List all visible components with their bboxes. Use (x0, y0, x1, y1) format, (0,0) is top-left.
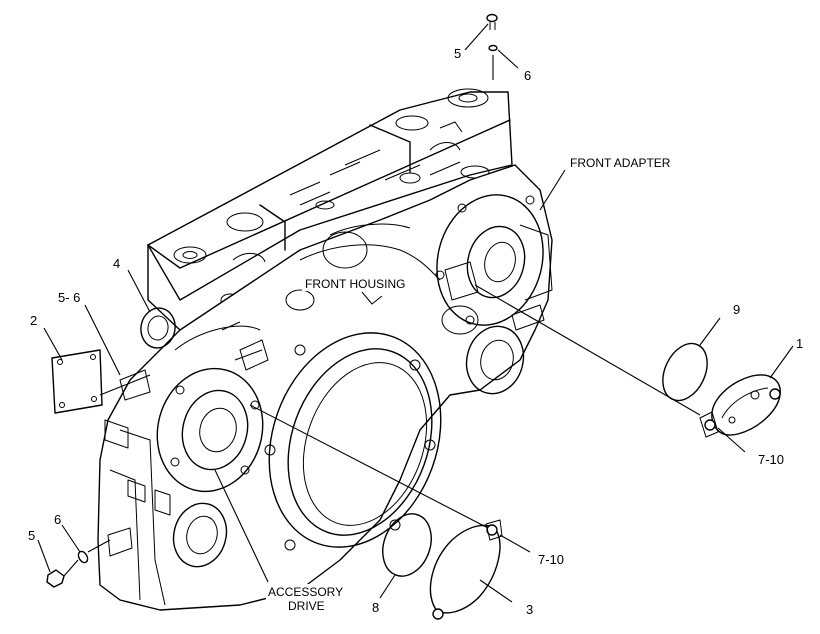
callout-5-bottom: 5 (28, 528, 35, 543)
front-adapter (435, 194, 553, 331)
cylinder-block-top (147, 88, 513, 331)
callout-8: 8 (372, 600, 379, 615)
front-housing-label: FRONT HOUSING (305, 277, 405, 291)
top-bolt-and-washer (486, 13, 498, 80)
front-housing (97, 164, 553, 611)
callout-5-top: 5 (454, 46, 461, 61)
callout-6-bottom: 6 (54, 512, 61, 527)
o-ring-part-8 (382, 513, 432, 577)
front-adapter-label: FRONT ADAPTER (570, 156, 671, 170)
callout-4: 4 (113, 256, 120, 271)
flange-part-4 (140, 307, 176, 349)
callout-5-6: 5- 6 (58, 290, 80, 305)
callout-7-10-upper: 7-10 (758, 452, 784, 467)
cover-part-1 (699, 374, 781, 438)
callout-1: 1 (796, 336, 803, 351)
o-ring-part-9 (662, 342, 708, 402)
callout-7-10-lower: 7-10 (538, 552, 564, 567)
accessory-drive-label-line1: ACCESSORY (268, 585, 343, 599)
accessory-drive-label-line2: DRIVE (288, 599, 325, 613)
callout-6-top: 6 (524, 68, 531, 83)
accessory-drive-label-bg (266, 584, 352, 614)
callout-2: 2 (30, 313, 37, 328)
callout-9: 9 (733, 302, 740, 317)
bottom-bolt-and-washer (46, 539, 111, 588)
callout-3: 3 (526, 602, 533, 617)
leader-lines (37, 23, 794, 603)
alignment-lines (99, 284, 701, 529)
front-housing-label-bg (302, 276, 416, 291)
cover-plate-part-2 (51, 349, 103, 414)
front-housing-arrow (361, 291, 383, 305)
cover-part-3 (429, 519, 503, 620)
